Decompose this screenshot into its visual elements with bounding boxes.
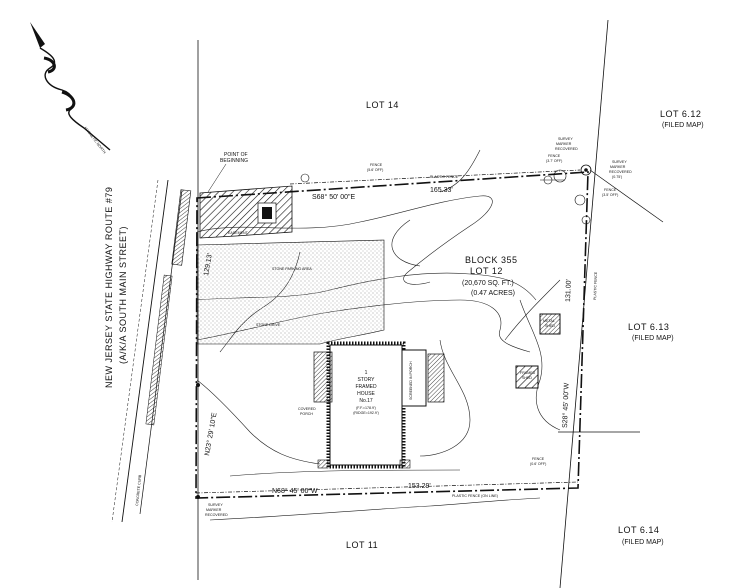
block-label: BLOCK 355 bbox=[465, 255, 518, 265]
lot-14-label: LOT 14 bbox=[366, 100, 399, 110]
lot-614-label: LOT 6.14 bbox=[618, 525, 659, 535]
metal-shed bbox=[539, 313, 561, 335]
lot-612-sublabel: (FILED MAP) bbox=[662, 122, 704, 129]
fence-06-2: (0.6' OFF) bbox=[530, 462, 546, 466]
house-text-4: HOUSE bbox=[357, 391, 375, 397]
fence-06-1: FENCE bbox=[532, 457, 545, 461]
concrete-curb-label: CONCRETE CURB bbox=[135, 474, 142, 506]
framed-shed bbox=[515, 365, 539, 389]
hatched-structure bbox=[199, 185, 293, 239]
survey-marker-ne-1: SURVEY bbox=[558, 137, 573, 141]
metal-shed-1: METAL bbox=[543, 319, 555, 323]
house-text-1: 1 bbox=[365, 370, 368, 376]
distance-north: 165.33' bbox=[430, 187, 453, 194]
fence-56-1: FENCE bbox=[370, 163, 383, 167]
fence-56-2: (5.6' OFF) bbox=[367, 168, 383, 172]
lot-11-label: LOT 11 bbox=[346, 540, 378, 550]
bearing-south: N68° 45' 00"W bbox=[272, 487, 318, 495]
fence-lines bbox=[195, 169, 581, 494]
survey-marker-e-3: RECOVERED bbox=[609, 170, 632, 174]
north-arrow-icon: MAGNETIC NORTH bbox=[30, 22, 111, 155]
road-edges bbox=[111, 179, 192, 523]
survey-marker-sw-2: MARKER bbox=[206, 508, 222, 512]
distance-east: 131.00' bbox=[565, 279, 573, 302]
fence-35-1: FENCE bbox=[604, 188, 617, 192]
area-acres-label: (0.47 ACRES) bbox=[471, 290, 515, 297]
house-ff: (F.F.=178.9') bbox=[356, 406, 376, 410]
house-text-3: FRAMED bbox=[355, 384, 377, 390]
framed-shed-2: SHED bbox=[522, 376, 532, 380]
survey-marker-ne-2: MARKER bbox=[556, 142, 572, 146]
distance-west: 129.13' bbox=[203, 253, 214, 277]
pob-line1: POINT OF bbox=[224, 152, 248, 158]
distance-south: 153.29' bbox=[408, 483, 431, 490]
stone-parking-area bbox=[196, 239, 385, 345]
pob-leader bbox=[207, 163, 227, 193]
fence-37-1: FENCE bbox=[548, 154, 561, 158]
plastic-fence-east: PLASTIC FENCE bbox=[593, 271, 598, 300]
stone-drive-label: STONE DRIVE bbox=[256, 323, 281, 327]
house bbox=[313, 341, 445, 469]
lot-614-sublabel: (FILED MAP) bbox=[622, 539, 664, 546]
property-boundary bbox=[195, 171, 589, 499]
lot-612-label: LOT 6.12 bbox=[660, 109, 701, 119]
area-sqft-label: (20,670 SQ. FT.) bbox=[462, 280, 514, 287]
house-text-2: STORY bbox=[357, 377, 375, 383]
house-text-5: No.17 bbox=[359, 398, 373, 404]
bearing-east: S28° 45' 00"W bbox=[561, 382, 571, 428]
road-name-line2: (A/K/A SOUTH MAIN STREET) bbox=[118, 226, 128, 364]
road-name-line1: NEW JERSEY STATE HIGHWAY ROUTE #79 bbox=[104, 187, 114, 388]
covered-porch-1: COVERED bbox=[298, 407, 316, 411]
pob-line2: BEGINNING bbox=[220, 158, 248, 164]
bearing-north: S68° 50' 00"E bbox=[312, 193, 356, 201]
framed-shed-1: FRAMED bbox=[520, 371, 536, 375]
fence-37-2: (3.7' OFF) bbox=[546, 159, 562, 163]
metal-shed-2: SHED bbox=[545, 324, 555, 328]
screened-porch-label: SCREENED IN PORCH bbox=[409, 361, 413, 400]
survey-marker-sw-3: RECOVERED bbox=[205, 513, 228, 517]
easement-label: EASEMENT bbox=[228, 231, 249, 235]
house-ridge: (RIDGE=192.9') bbox=[353, 411, 379, 415]
survey-marker-e-1: SURVEY bbox=[612, 160, 627, 164]
covered-porch-2: PORCH bbox=[300, 412, 313, 416]
bearing-west: N23° 29' 10"E bbox=[203, 412, 219, 457]
survey-marker-e-2: MARKER bbox=[610, 165, 626, 169]
lot-613-sublabel: (FILED MAP) bbox=[632, 335, 674, 342]
survey-marker-sw-1: SURVEY bbox=[208, 503, 223, 507]
tree-icons bbox=[300, 169, 591, 225]
lot-12-label: LOT 12 bbox=[470, 266, 503, 276]
stone-parking-label: STONE PARKING AREA bbox=[272, 267, 312, 271]
plastic-fence-top: PLASTIC FENCE bbox=[430, 175, 459, 179]
lot-613-label: LOT 6.13 bbox=[628, 322, 669, 332]
survey-marker-e-4: (0.75') bbox=[612, 175, 622, 179]
north-arrow-label: MAGNETIC NORTH bbox=[83, 126, 107, 155]
plastic-fence-bottom: PLASTIC FENCE (ON LINE) bbox=[452, 494, 498, 498]
survey-marker-ne-3: RECOVERED bbox=[555, 147, 578, 151]
survey-marker-icon bbox=[196, 164, 592, 499]
fence-35-2: (3.5' OFF) bbox=[602, 193, 618, 197]
